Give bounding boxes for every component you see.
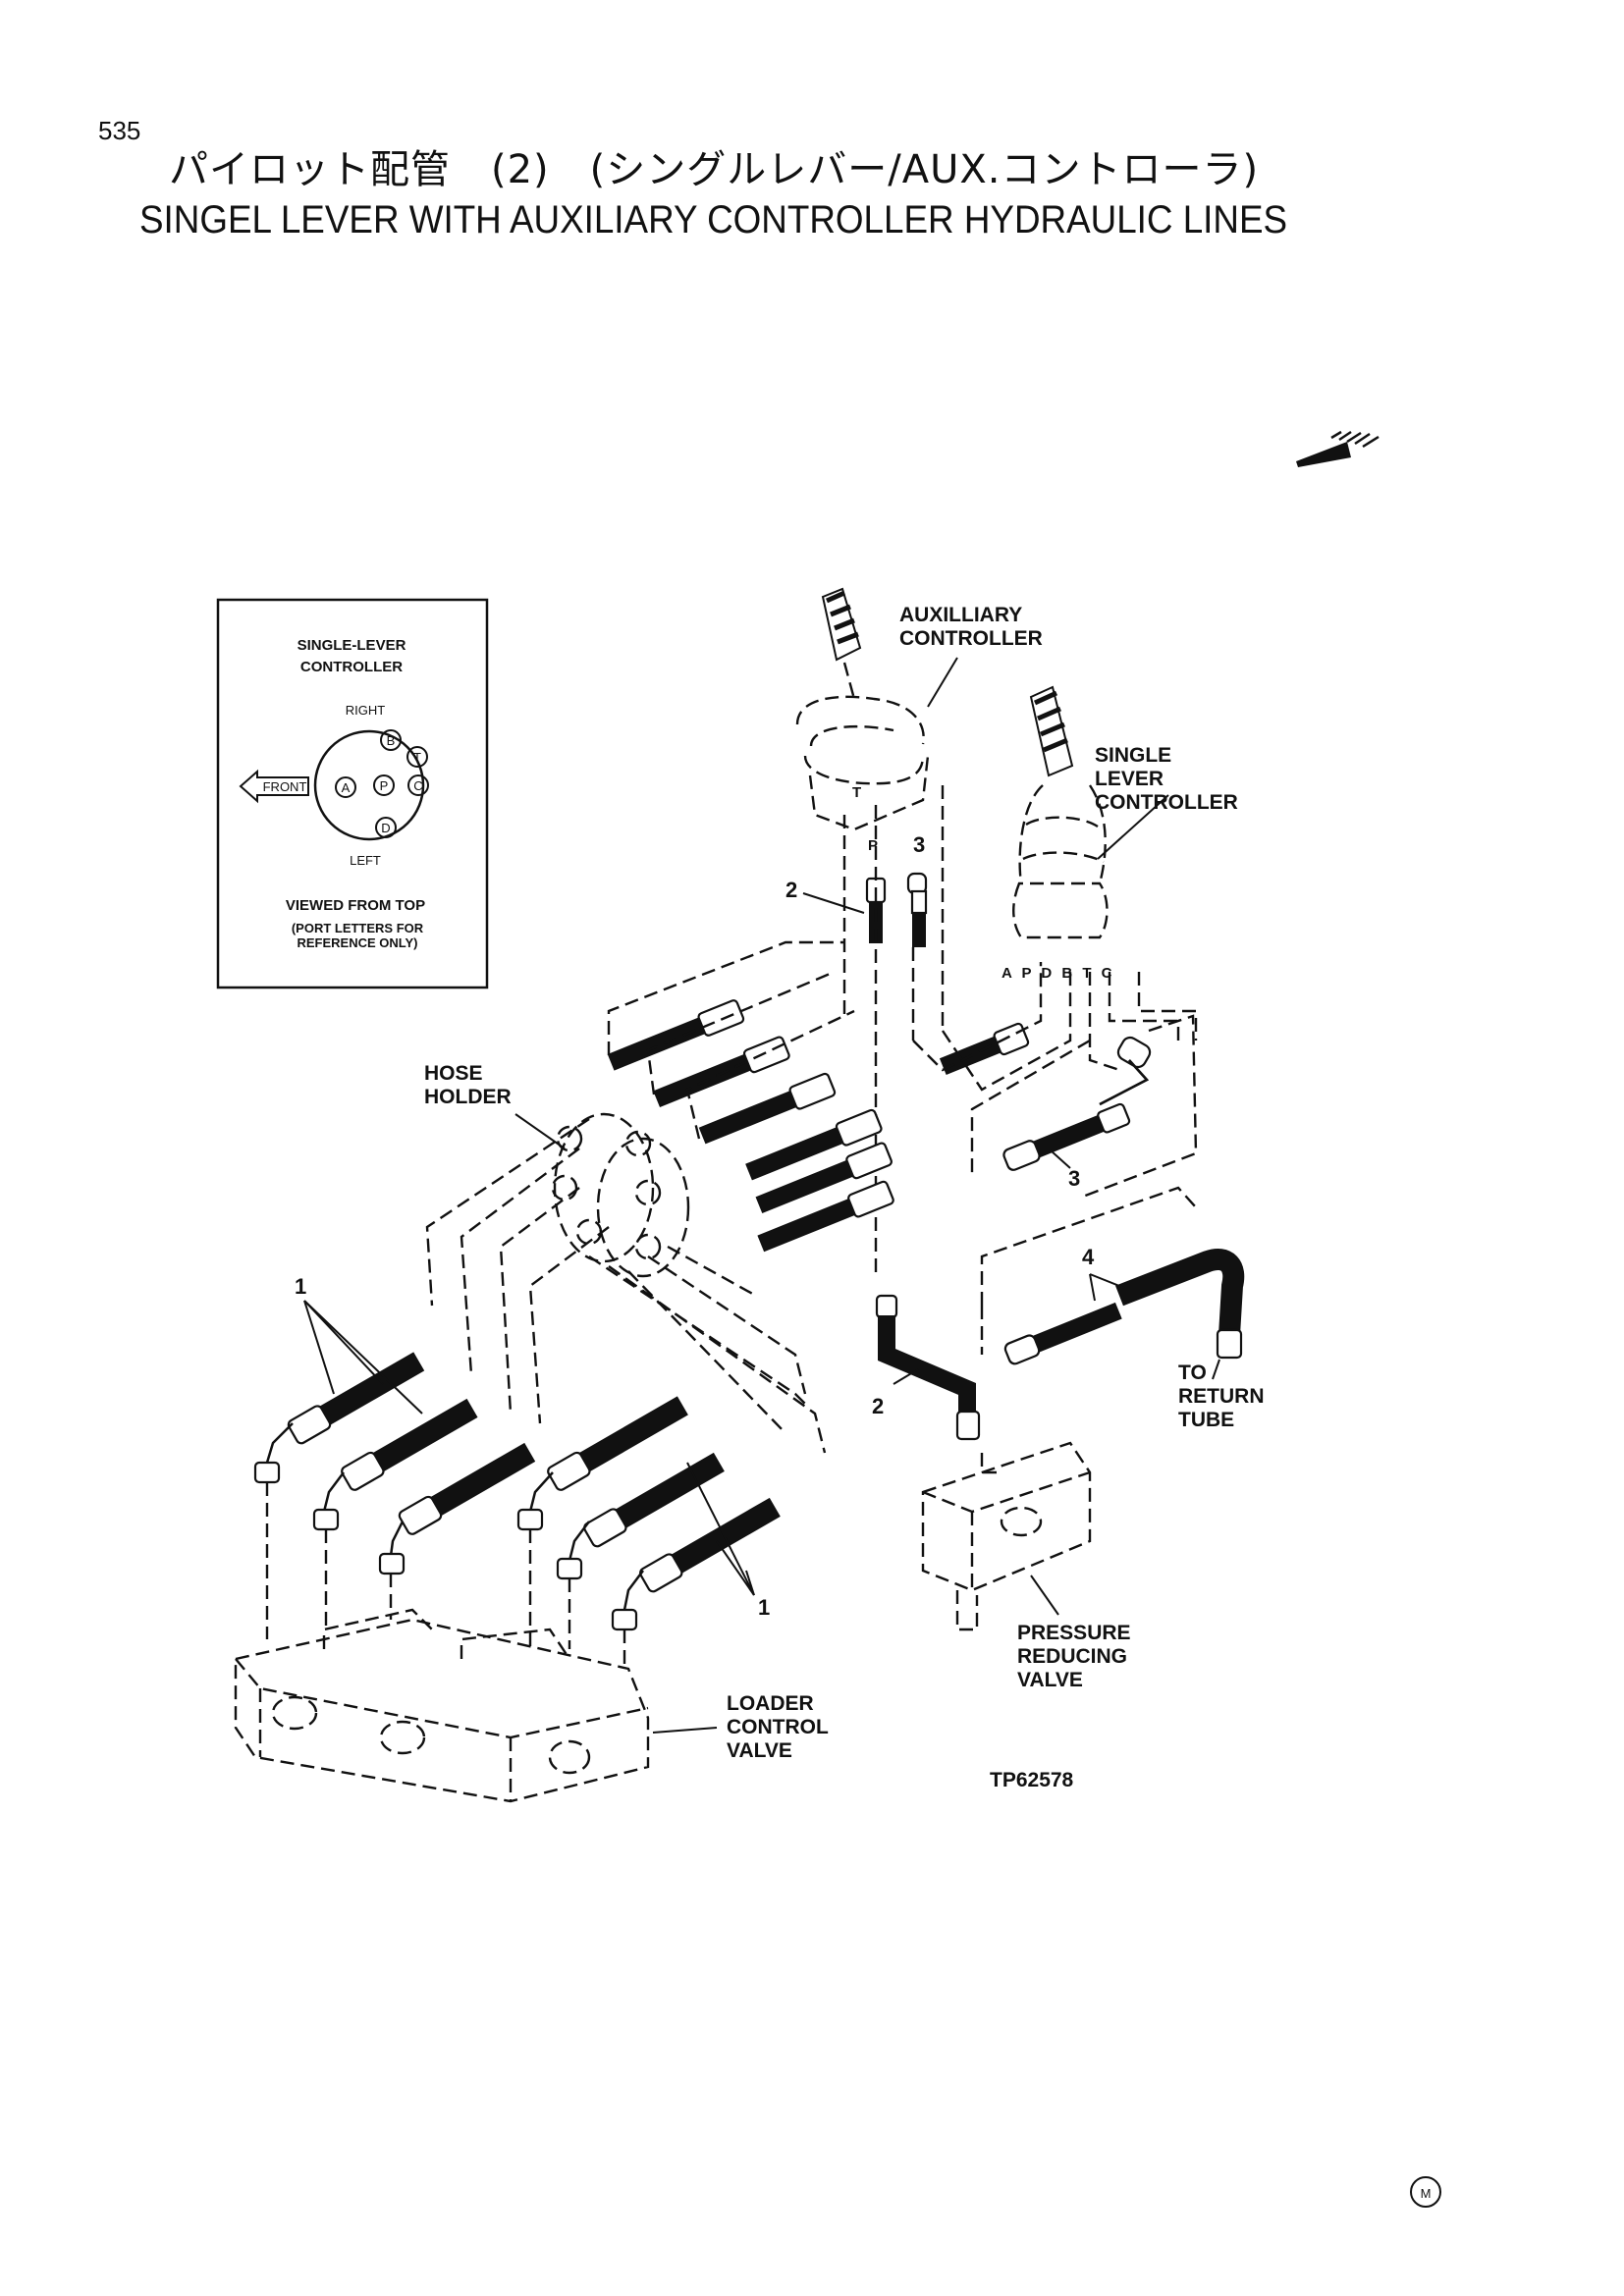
inset-right: RIGHT bbox=[346, 703, 386, 718]
svg-text:A: A bbox=[342, 780, 351, 795]
callout-3-top: 3 bbox=[913, 832, 925, 857]
port-row: A P D B T C bbox=[1001, 965, 1115, 982]
inset-port-d: D bbox=[375, 817, 397, 838]
single-label-2: LEVER bbox=[1095, 768, 1164, 790]
svg-text:D: D bbox=[381, 821, 390, 835]
callout-2-bottom: 2 bbox=[872, 1394, 884, 1418]
pressure-reducing-valve: PRESSURE REDUCING VALVE bbox=[921, 1441, 1131, 1691]
hose-2-assembly: 2 bbox=[872, 1294, 981, 1441]
figure-id: TP62578 bbox=[990, 1769, 1074, 1791]
loader-label-3: VALVE bbox=[727, 1739, 792, 1762]
callout-3-right: 3 bbox=[1068, 1166, 1080, 1191]
inset-port-a: A bbox=[335, 776, 356, 798]
svg-text:B: B bbox=[387, 733, 396, 748]
aux-port-p: P bbox=[868, 837, 878, 854]
return-label-1: TO bbox=[1178, 1362, 1207, 1384]
loader-control-valve: LOADER CONTROL VALVE bbox=[234, 1608, 829, 1803]
inset-port-p: P bbox=[373, 774, 395, 796]
aux-port-t: T bbox=[852, 784, 861, 801]
single-lever-controller: SINGLE LEVER CONTROLLER A P D B T C bbox=[1001, 685, 1238, 982]
prv-label-2: REDUCING bbox=[1017, 1645, 1127, 1668]
auxiliary-controller: T AUXILLIARY CONTROLLER bbox=[795, 587, 1043, 831]
hose-holder: HOSE HOLDER bbox=[424, 1062, 690, 1278]
svg-text:M: M bbox=[1421, 2186, 1432, 2201]
inset-port-c: C bbox=[407, 774, 429, 796]
page-number: 535 bbox=[98, 116, 141, 145]
inset-left: LEFT bbox=[350, 853, 381, 868]
inset-title-2: CONTROLLER bbox=[300, 659, 403, 675]
title-english: SINGEL LEVER WITH AUXILIARY CONTROLLER H… bbox=[139, 198, 1288, 241]
lower-right-hoses: 1 bbox=[516, 1396, 781, 1669]
hose-holder-label-2: HOLDER bbox=[424, 1086, 512, 1108]
hose-4-assembly: 4 TO RETURN TUBE bbox=[980, 1186, 1265, 1431]
callout-1-left: 1 bbox=[295, 1274, 306, 1299]
prv-label-1: PRESSURE bbox=[1017, 1622, 1131, 1644]
inset-note-2: REFERENCE ONLY) bbox=[297, 935, 417, 950]
callout-4: 4 bbox=[1082, 1245, 1095, 1269]
loader-label-1: LOADER bbox=[727, 1692, 814, 1715]
port-inset: SINGLE-LEVER CONTROLLER RIGHT LEFT FRONT… bbox=[216, 598, 489, 989]
svg-text:T: T bbox=[413, 750, 421, 765]
inset-port-t: T bbox=[406, 746, 428, 768]
callout-2-top: 2 bbox=[785, 878, 797, 902]
single-label-1: SINGLE bbox=[1095, 744, 1171, 767]
inset-title-1: SINGLE-LEVER bbox=[298, 637, 406, 654]
title-japanese: パイロット配管 (2) (シングルレバー/AUX.コントローラ) bbox=[169, 147, 1260, 192]
return-label-3: TUBE bbox=[1178, 1409, 1234, 1431]
svg-text:P: P bbox=[380, 778, 389, 793]
aux-label-1: AUXILLIARY bbox=[899, 604, 1022, 626]
loader-label-2: CONTROL bbox=[727, 1716, 829, 1738]
direction-arrow-icon bbox=[1296, 430, 1380, 467]
callout-1-right: 1 bbox=[758, 1595, 770, 1620]
inset-port-b: B bbox=[380, 729, 402, 751]
single-label-3: CONTROLLER bbox=[1095, 791, 1238, 814]
hose-holder-label-1: HOSE bbox=[424, 1062, 483, 1085]
lower-routes bbox=[425, 1118, 827, 1454]
svg-text:C: C bbox=[413, 778, 422, 793]
prv-label-3: VALVE bbox=[1017, 1669, 1083, 1691]
aux-label-2: CONTROLLER bbox=[899, 627, 1043, 650]
inset-front: FRONT bbox=[263, 779, 307, 794]
inset-note-1: (PORT LETTERS FOR bbox=[292, 921, 424, 935]
hose-3-assembly: 3 bbox=[970, 972, 1198, 1200]
lower-left-hoses: 1 bbox=[253, 1274, 536, 1639]
upper-hoses bbox=[607, 940, 1120, 1253]
return-label-2: RETURN bbox=[1178, 1385, 1265, 1408]
inset-viewed: VIEWED FROM TOP bbox=[286, 897, 425, 914]
aux-fittings: P 3 2 bbox=[785, 785, 945, 1276]
m-mark: M bbox=[1410, 2176, 1441, 2208]
